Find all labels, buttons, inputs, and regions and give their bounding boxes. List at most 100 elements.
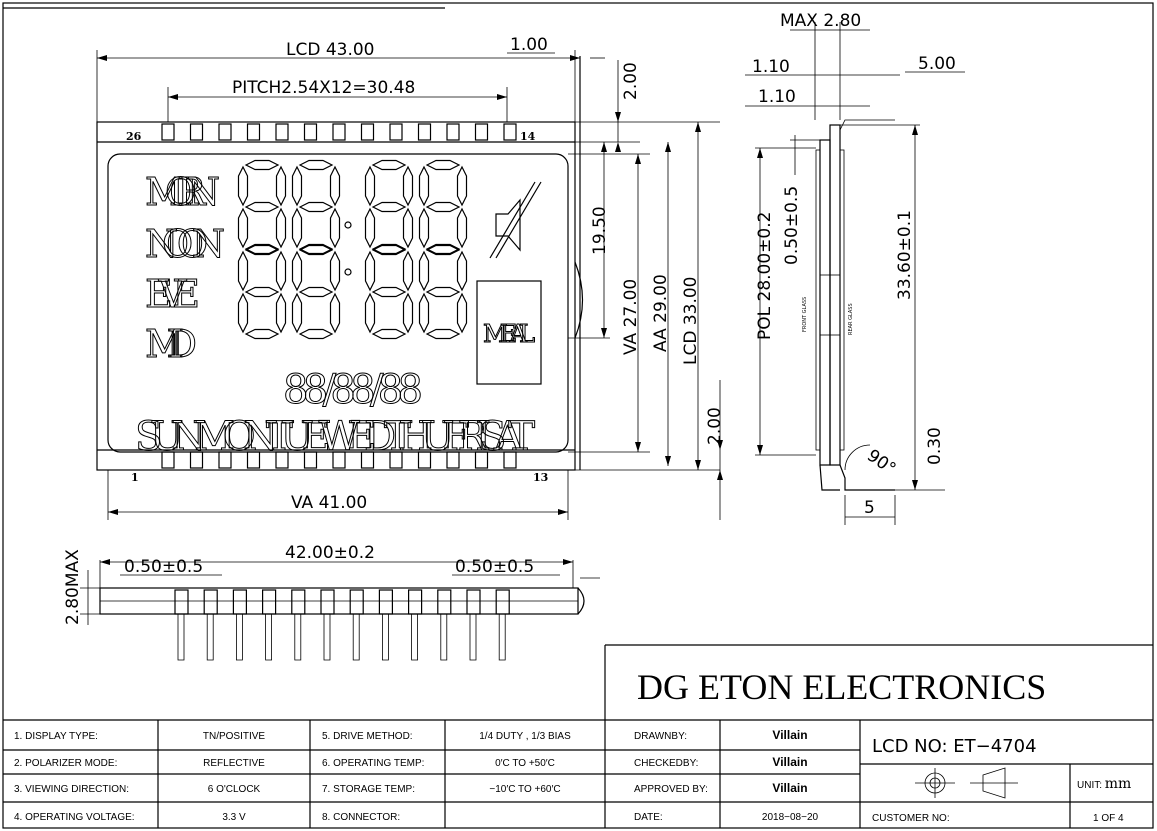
bottom-view: 42.00±0.2 0.50±0.5 0.50±0.5 2.80MAX — [63, 543, 600, 661]
seven-segment-digit — [291, 159, 341, 255]
spec-v3-4: 2018−08−20 — [762, 812, 819, 823]
pin-pad — [417, 123, 432, 141]
spec-v1-4: 3.3 V — [222, 812, 246, 823]
pin-pad — [332, 123, 346, 141]
colon-dot-1 — [344, 221, 352, 229]
company-name: DG ETON ELECTRONICS — [637, 667, 1046, 707]
pin-body — [262, 589, 277, 615]
spec-v1-1: TN/POSITIVE — [203, 731, 266, 742]
segment-weekdays: SUN MON TUE WED THU FRI SAT — [135, 414, 535, 460]
pin-body — [466, 589, 481, 615]
dim-side-bottom: 0.30 — [925, 427, 945, 465]
dim-bottom-right: 0.50±0.5 — [455, 557, 534, 577]
dim-glass-height: 33.60±0.1 — [895, 210, 915, 300]
lcd-part-number: LCD NO: ET−4704 — [872, 736, 1037, 757]
speaker-mute-icon — [489, 181, 542, 259]
customer-no-label: CUSTOMER NO: — [872, 813, 950, 824]
viewing-area — [107, 153, 569, 453]
segment-morn: MORN — [145, 170, 220, 214]
pin-leg — [206, 614, 214, 661]
pin-leg — [236, 614, 243, 661]
pin-leg — [294, 614, 302, 661]
spec-k1-1: 1. DISPLAY TYPE: — [14, 731, 98, 742]
dim-edge: 1.00 — [510, 35, 548, 55]
spec-v3-1: Villain — [772, 728, 807, 742]
pin-leg — [411, 614, 418, 661]
seven-segment-digit — [364, 159, 414, 255]
dim-va-width: VA 41.00 — [291, 493, 367, 513]
pin-body — [378, 589, 393, 615]
sheet-number: 1 OF 4 — [1093, 813, 1124, 824]
top-pins — [161, 123, 517, 141]
pin-pad — [446, 123, 460, 141]
spec-k3-3: APPROVED BY: — [634, 784, 708, 795]
bottom-pins — [161, 451, 517, 469]
spec-k2-4: 8. CONNECTOR: — [322, 812, 400, 823]
dim-pitch: PITCH2.54X12=30.48 — [232, 78, 415, 98]
dim-pol-offset: 0.50±0.5 — [782, 186, 802, 265]
spec-v3-2: Villain — [772, 755, 807, 769]
pin-body — [495, 589, 510, 615]
pin-pad — [161, 123, 175, 141]
pin-body — [174, 589, 189, 615]
dim-lcd-height: LCD 33.00 — [681, 276, 701, 365]
pin-body — [320, 589, 335, 615]
spec-k1-3: 3. VIEWING DIRECTION: — [14, 784, 129, 795]
spec-v1-2: REFLECTIVE — [203, 758, 265, 769]
pin-pad — [218, 123, 232, 141]
spec-v1-3: 6 O'CLOCK — [208, 784, 261, 795]
pin-pad — [246, 123, 261, 141]
spec-k3-1: DRAWNBY: — [634, 731, 687, 742]
front-view: 26 14 1 13 MORN NOON EVE MID MEAL 88/88/… — [96, 35, 725, 520]
pin-body — [232, 589, 247, 615]
pin-leg — [498, 614, 506, 661]
dim-lcd-width: LCD 43.00 — [286, 40, 375, 60]
dim-bottom-height: 2.80MAX — [63, 549, 83, 625]
dim-va-height: VA 27.00 — [621, 279, 641, 355]
pin-pad — [275, 123, 289, 141]
spec-v3-3: Villain — [772, 781, 807, 795]
front-glass — [819, 139, 831, 466]
pin-body — [437, 589, 452, 615]
segment-date: 88/88/88 — [283, 367, 423, 413]
segment-eve: EVE — [145, 272, 200, 316]
dim-side-a: 1.10 — [752, 57, 790, 77]
pin-body — [291, 589, 306, 615]
segment-mid: MID — [145, 322, 197, 366]
unit-label: UNIT: mm — [1077, 776, 1131, 792]
lcd-glass-outline — [96, 121, 576, 471]
spec-v2-1: 1/4 DUTY , 1/3 BIAS — [479, 731, 571, 742]
pin-label-13: 13 — [533, 471, 548, 484]
dim-bottom-offset: 2.00 — [705, 407, 725, 445]
seven-segment-digit — [237, 159, 287, 255]
pin-leg — [382, 614, 389, 661]
pin-leg — [469, 614, 477, 661]
rear-glass — [829, 124, 841, 466]
dim-foot: 5 — [864, 498, 875, 518]
seven-segment-digit — [291, 244, 341, 340]
segment-noon: NOON — [145, 222, 225, 266]
pin-label-14: 14 — [520, 130, 536, 143]
title-block: DG ETON ELECTRONICS 1. DISPLAY TYPE: TN/P… — [3, 644, 1153, 828]
pin-label-26: 26 — [126, 130, 142, 143]
dim-bottom-width: 42.00±0.2 — [285, 543, 375, 563]
pin-leg — [177, 614, 185, 661]
pin-leg — [440, 614, 448, 661]
dim-side-b: 5.00 — [918, 54, 956, 74]
pin-leg — [352, 614, 360, 661]
front-glass-label: FRONT GLASS — [802, 297, 808, 332]
pin-body — [349, 589, 364, 615]
pin-label-1: 1 — [131, 471, 139, 484]
colon-dot-2 — [344, 268, 352, 276]
pin-leg — [323, 614, 331, 661]
dim-side-c: 1.10 — [758, 87, 796, 107]
seven-segment-digit — [364, 244, 414, 340]
spec-v2-3: −10′C TO +60′C — [489, 784, 560, 795]
spec-k2-3: 7. STORAGE TEMP: — [322, 784, 415, 795]
pin-pad — [503, 123, 517, 141]
pin-pad — [189, 123, 204, 141]
spec-v2-2: 0′C TO +50′C — [495, 758, 555, 769]
dim-angle: 90° — [863, 446, 899, 480]
